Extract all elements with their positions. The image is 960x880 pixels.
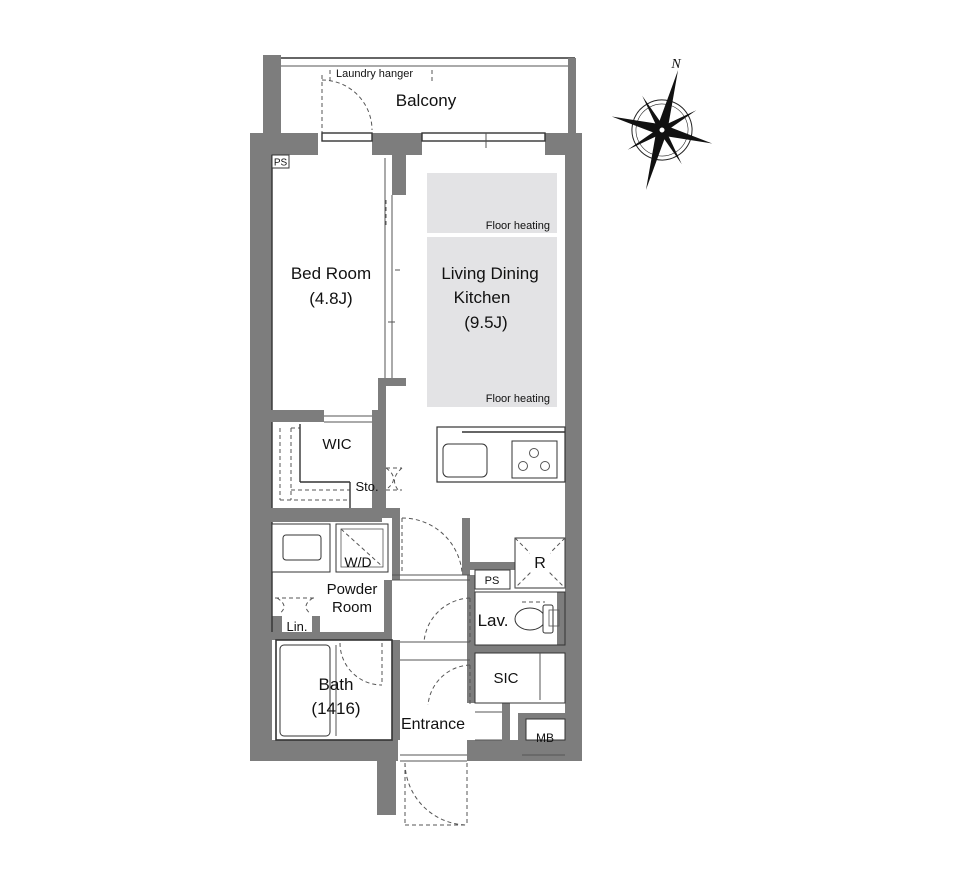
sic-label: SIC	[493, 670, 518, 687]
toilet	[514, 607, 546, 631]
ldk-label-line1: Living Dining	[441, 264, 538, 283]
sic	[474, 652, 566, 741]
bedroom	[271, 155, 400, 423]
meter-box-label: MB	[536, 731, 554, 745]
hall-door-swing	[401, 517, 463, 573]
refrigerator-label-bg	[530, 552, 550, 572]
storage	[385, 467, 403, 493]
bath	[275, 639, 393, 741]
storage-label: Sto.	[355, 479, 378, 494]
ldk-label-line2: Kitchen	[454, 288, 511, 307]
floor-heating-label-main: Floor heating	[486, 393, 550, 405]
kitchen-counter	[436, 426, 566, 483]
bath-label: Bath	[319, 675, 354, 694]
linen	[275, 597, 315, 615]
sink	[442, 443, 488, 478]
floor-heating-area-main	[427, 237, 557, 407]
refrigerator-label: R	[534, 555, 546, 572]
balcony-label: Balcony	[396, 91, 457, 110]
compass-north-label: N	[670, 57, 681, 72]
bath-size: (1416)	[311, 699, 360, 718]
balcony	[281, 57, 576, 148]
powder-door-swing	[423, 597, 471, 643]
powder-label-line2: Room	[332, 599, 372, 616]
meter-box	[525, 718, 566, 741]
ps-bedroom-label: PS	[274, 158, 288, 169]
floor-heating-area-top	[427, 173, 557, 233]
linen-label: Lin.	[287, 619, 308, 634]
floor-heating-label-top: Floor heating	[486, 220, 550, 232]
exterior-walls	[250, 55, 582, 815]
powder-label-line1: Powder	[327, 581, 378, 598]
interior-walls	[272, 155, 565, 740]
wd-label: W/D	[344, 554, 371, 570]
ps-hall-label: PS	[485, 575, 500, 587]
wic-label: WIC	[322, 436, 351, 453]
stove	[511, 440, 558, 479]
entrance	[400, 659, 471, 826]
powder-room	[271, 522, 470, 632]
laundry-hanger-label: Laundry hanger	[336, 68, 413, 80]
wic	[271, 422, 351, 508]
entrance-label: Entrance	[401, 716, 465, 733]
ldk-size: (9.5J)	[464, 313, 507, 332]
ps-bedroom-box	[271, 154, 290, 169]
bathtub	[279, 644, 331, 737]
compass-rose	[611, 70, 713, 190]
bedroom-size: (4.8J)	[309, 289, 352, 308]
ps-hall-box	[474, 569, 511, 590]
lavatory	[474, 591, 566, 646]
bedroom-label: Bed Room	[291, 264, 371, 283]
lavatory-label: Lav.	[478, 611, 509, 630]
